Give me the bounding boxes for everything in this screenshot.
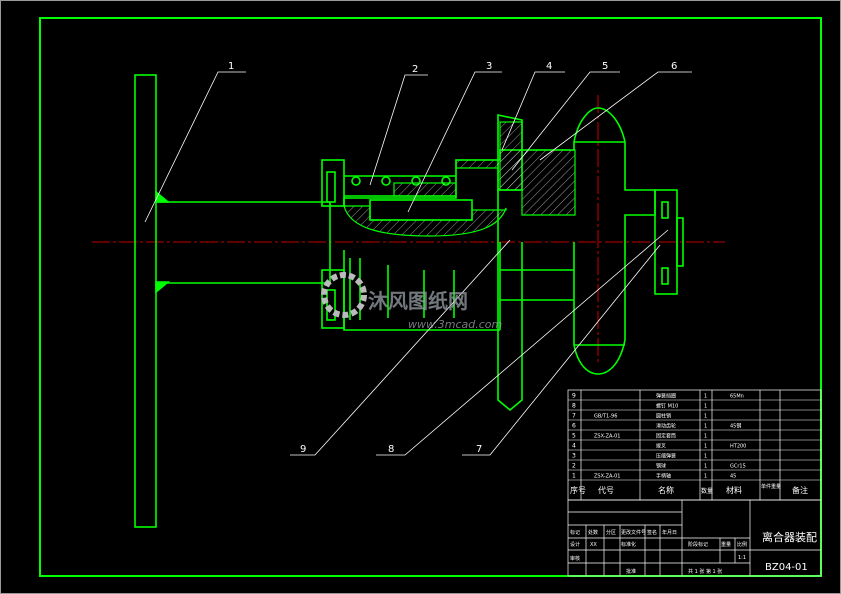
bom-cell-no: 9: [572, 393, 576, 400]
bom-cell-material: 45: [730, 474, 736, 480]
bom-header-unit-weight: 单件重量: [761, 483, 781, 490]
drawing-number: BZ04-01: [765, 562, 808, 573]
watermark: 沐风图纸网 www.3mcad.com: [321, 272, 502, 331]
leader-lines: [144, 71, 692, 456]
bom-cell-no: 1: [572, 473, 576, 480]
bom-cell-code: GB/T1-96: [594, 414, 617, 420]
bom-cell-name: 弹簧挡圈: [656, 393, 676, 400]
bom-cell-name: 手柄轴: [656, 473, 671, 480]
designer-value: XX: [590, 542, 597, 548]
bom-cell-code: ZSX-ZA-01: [594, 434, 620, 440]
bom-cell-qty: 1: [704, 404, 707, 410]
weld-mark-bottom: [155, 281, 171, 294]
bom-cell-qty: 1: [704, 424, 707, 430]
leader-label-9: 9: [300, 444, 306, 455]
bom-cell-no: 2: [572, 463, 576, 470]
bom-cell-qty: 1: [704, 454, 707, 460]
bom-header-name: 名称: [658, 485, 674, 495]
bom-cell-material: GCr15: [730, 464, 746, 470]
bom-header-qty: 数量: [701, 487, 713, 495]
bom-cell-name: 钢球: [656, 463, 666, 470]
drawing-title: 离合器装配: [762, 530, 817, 544]
bom-cell-name: 压缩弹簧: [656, 453, 676, 460]
weld-mark-top: [155, 190, 171, 203]
key: [369, 199, 473, 221]
title-block-text: 标记 处数 分区 更改文件号 签名 年月日 设计 XX 标准化 审核 批准 阶段…: [570, 529, 817, 575]
bom-cell-material: 65Mn: [730, 394, 744, 400]
bom-header-no: 序号: [570, 485, 586, 495]
approve-label: 批准: [626, 568, 636, 575]
leader-label-8: 8: [388, 444, 394, 455]
standardize-label: 标准化: [621, 541, 636, 548]
rev-col-2: 分区: [606, 529, 616, 536]
bom-cell-no: 6: [572, 423, 576, 430]
bom-cell-no: 3: [572, 453, 576, 460]
bom-cell-name: 圆柱销: [656, 413, 671, 420]
bom-cell-material: HT200: [730, 444, 746, 450]
weight-label: 重量: [721, 541, 731, 548]
bom-cell-no: 5: [572, 433, 576, 440]
bom-cell-material: 45钢: [730, 423, 741, 430]
parts-list-header: 序号 代号 名称 数量 材料 单件重量 备注: [570, 483, 808, 495]
watermark-brand: 沐风图纸网: [368, 289, 468, 313]
scale-value: 1:1: [738, 555, 746, 561]
watermark-url: www.3mcad.com: [408, 318, 502, 331]
bom-cell-name: 固定套筒: [656, 433, 676, 440]
stage-label: 阶段标记: [688, 541, 708, 548]
bom-cell-name: 拨叉: [656, 443, 666, 450]
bom-cell-qty: 1: [704, 394, 707, 400]
rev-col-4: 签名: [647, 529, 657, 536]
bom-cell-qty: 1: [704, 464, 707, 470]
rev-col-0: 标记: [570, 529, 580, 536]
watermark-gear-icon: [321, 272, 367, 318]
parts-list: [567, 389, 822, 501]
leader-label-6: 6: [671, 61, 677, 72]
leader-label-2: 2: [412, 64, 418, 75]
leader-label-3: 3: [486, 61, 492, 72]
sheets-label: 共 1 张 第 1 张: [688, 568, 722, 575]
bom-cell-no: 4: [572, 443, 576, 450]
section-hatching: [343, 121, 576, 237]
bom-cell-no: 7: [572, 413, 576, 420]
flange-plate: [134, 74, 157, 528]
bom-header-material: 材料: [726, 485, 742, 495]
bom-cell-qty: 1: [704, 414, 707, 420]
leader-label-1: 1: [228, 61, 234, 72]
leader-label-4: 4: [546, 61, 552, 72]
leader-label-7: 7: [476, 444, 482, 455]
bom-header-code: 代号: [598, 485, 614, 495]
sliding-gear: [573, 107, 656, 375]
bom-cell-no: 8: [572, 403, 576, 410]
assembly-geometry: [134, 74, 684, 528]
bom-cell-qty: 1: [704, 444, 707, 450]
scale-label: 比例: [737, 541, 747, 548]
bom-cell-qty: 1: [704, 434, 707, 440]
bom-cell-name: 滑动齿轮: [656, 423, 676, 430]
bom-cell-name: 螺钉 M10: [656, 403, 678, 410]
leader-labels: 1 2 3 4 5 6 7 8 9: [228, 61, 677, 455]
bom-cell-code: ZSX-ZA-01: [594, 474, 620, 480]
bom-cell-qty: 1: [704, 474, 707, 480]
rev-col-1: 处数: [588, 529, 598, 536]
leader-label-5: 5: [602, 61, 608, 72]
check-label: 审核: [570, 555, 580, 562]
rev-col-3: 更改文件号: [621, 529, 646, 536]
bom-header-remark: 备注: [792, 485, 808, 495]
design-label: 设计: [570, 541, 580, 548]
title-block: [567, 499, 822, 577]
drawing-frame: [39, 17, 822, 577]
rev-col-5: 年月日: [662, 529, 677, 536]
